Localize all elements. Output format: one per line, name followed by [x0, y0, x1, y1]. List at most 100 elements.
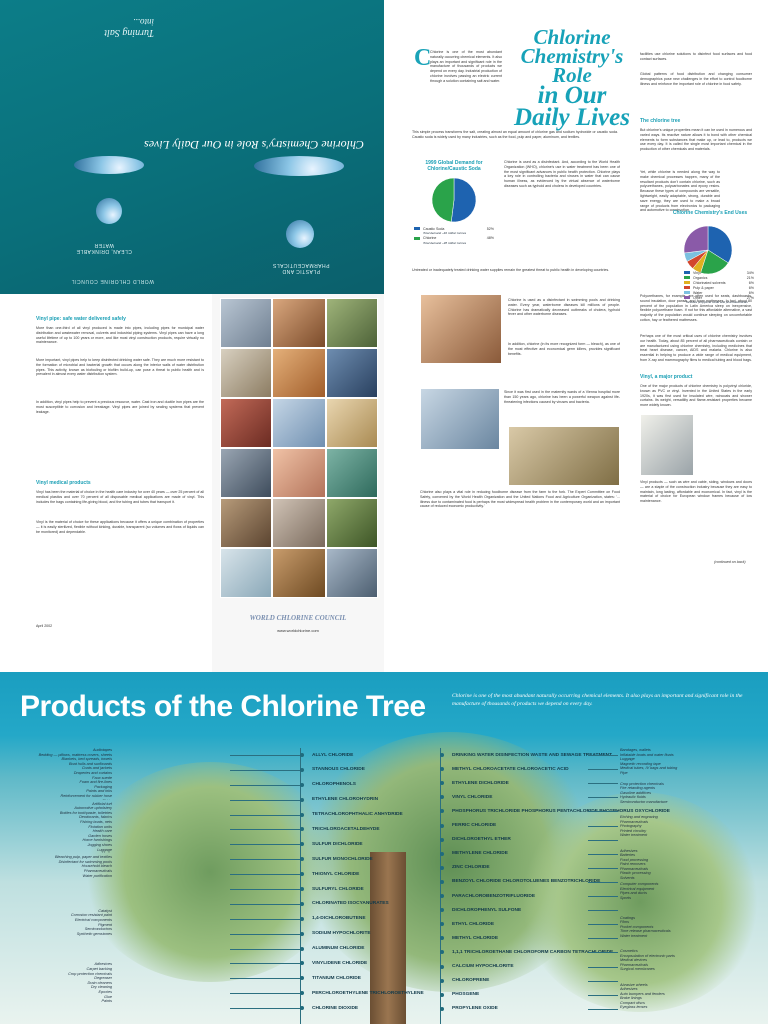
chlorine-compound-node: CHLOROPRENE [452, 978, 490, 984]
legend-swatch [414, 227, 420, 230]
vinyl-pipe-heading: Vinyl pipe: safe water delivered safely [36, 316, 126, 322]
photo-tile [272, 548, 326, 598]
branch-dot [440, 978, 444, 983]
photo-tile [326, 398, 378, 448]
photo-tile [326, 298, 378, 348]
chlorine-compound-node: METHYL CHLORIDE [452, 935, 499, 941]
legend-label: Chlorine [423, 236, 437, 241]
chlorine-compound-node: BENZOYL CHLORIDE CHLOROTOLUENES BENZOTRI… [452, 879, 601, 885]
article2-p2: In addition, chlorine (in its more recog… [508, 342, 620, 356]
website-url[interactable]: www.worldchlorine.com [277, 628, 319, 633]
branch-line [588, 924, 618, 925]
legend-label: Water [693, 290, 703, 295]
branch-dot [440, 908, 444, 913]
chlorine-compound-node: THIONYL CHLORIDE [312, 871, 360, 877]
headline-line: Chlorine [533, 25, 611, 49]
branch-line [588, 994, 618, 996]
cover-title: Chlorine Chemistry's Role in Our Daily L… [144, 138, 364, 152]
branch-line [588, 938, 618, 940]
chlorine-compound-node: ETHYLENE DICHLORIDE [452, 780, 509, 786]
legend-value: 6% [748, 280, 754, 285]
product-list: Adhesives Batteries Food processing Pain… [620, 848, 651, 881]
product-list: Crop protection chemicals Fire retarding… [620, 781, 668, 804]
branch-dot [300, 976, 304, 981]
article2-p1: Chlorine is used as a disinfectant in sw… [508, 298, 620, 317]
branch-dot [300, 842, 304, 847]
article-col-2: Chlorine is used as a disinfectant. And,… [504, 160, 620, 188]
article-continued-panel: Chlorine is used as a disinfectant in sw… [384, 271, 768, 672]
branch-dot [300, 961, 304, 966]
legend-swatch [684, 286, 690, 289]
chlorine-compound-node: DRINKING WATER DISINFECTION WASTE AND SE… [452, 752, 613, 758]
branch-dot [440, 1006, 444, 1011]
trunk-line [440, 748, 441, 1024]
branch-dot [440, 964, 444, 969]
chlorine-compound-node: SODIUM HYPOCHLORITE [312, 931, 371, 937]
product-list: Adhesives Carpet backing Crop protection… [68, 962, 112, 1004]
water-droplet-image [96, 198, 122, 224]
chlorine-tree-body-2: Yet, while chlorine is needed along the … [640, 170, 720, 213]
chlorine-tree-heading: The chlorine tree [640, 118, 681, 124]
chlorine-compound-node: TRICHLOROACETALDEHYDE [312, 826, 380, 832]
chlorine-compound-node: METHYL CHLOROACETATE CHLOROACETIC ACID [452, 766, 569, 772]
product-list: Abrasive wheels Adhesives Auto bumpers a… [620, 982, 665, 1010]
branch-line [230, 933, 300, 935]
branch-dot [300, 812, 304, 817]
photo-tile [326, 548, 378, 598]
legend-label: Vinyl [693, 270, 701, 275]
branch-dot [440, 795, 444, 800]
chlorine-compound-node: CHLORINE DIOXIDE [312, 1005, 359, 1011]
article-headline: Chlorine Chemistry's Role in Our Daily L… [512, 25, 632, 131]
branch-dot [300, 767, 304, 772]
chlorine-tree-body-3: Polyurethanes, for example, are often us… [640, 294, 752, 322]
food-photo [508, 426, 620, 486]
branch-dot [440, 879, 444, 884]
chlorine-tree-body: But chlorine's unique properties mean it… [640, 128, 752, 152]
cover-flipped-content: WORLD CHLORINE COUNCIL CLEAN, DRINKABLE … [0, 0, 384, 294]
branch-line [230, 784, 300, 786]
product-list: Coatings Films Pocket components Time re… [620, 915, 671, 938]
article-right-intro-2: Global patterns of food distribution and… [640, 72, 752, 86]
branch-dot [440, 851, 444, 856]
chlorine-compound-node: CALCIUM HYPOCHLORITE [452, 964, 514, 970]
chlorine-compound-node: CHLORINATED ISOCYANURATES [312, 901, 389, 907]
branch-dot [440, 992, 444, 997]
vinyl-medical-heading: Vinyl medical products [36, 480, 91, 486]
chlorine-compound-node: PROPYLENE OXIDE [452, 1006, 498, 1012]
photo-tile [220, 398, 272, 448]
headline-line: in Our [537, 82, 607, 109]
product-list: Etching and engraving Pharmaceuticals Ph… [620, 815, 658, 838]
branch-dot [440, 781, 444, 786]
pie-slice [432, 178, 455, 222]
photo-tile [326, 498, 378, 548]
product-list: Artificial turf Automotive upholstery Bo… [59, 801, 112, 854]
branch-line [230, 844, 300, 846]
pie-slice [684, 226, 709, 254]
chart-1-title: 1999 Global Demand for Chlorine/Caustic … [425, 160, 483, 172]
chlorine-compound-node: ZINC CHLORIDE [452, 865, 490, 871]
branch-dot [300, 753, 304, 757]
chlorine-compound-node: SULFUR DICHLORIDE [312, 841, 363, 847]
chart-2-title: Chlorine Chemistry's End Uses [672, 210, 748, 216]
chlorine-compound-node: SULFUR MONOCHLORIDE [312, 856, 373, 862]
chlorine-compound-node: PARACHLOROBENZOTRIFLUORIDE [452, 893, 536, 899]
vinyl-major-heading: Vinyl, a major product [640, 374, 693, 380]
vinyl-siding-photo [640, 414, 694, 476]
headline-line: Chemistry's Role [520, 44, 624, 87]
chlorine-compound-node: 1,4-DICHLOROBUTENE [312, 916, 366, 922]
vinyl-pipe-p3: In addition, vinyl pipes help to prevent… [36, 400, 204, 414]
vinyl-pipe-p2: More important, vinyl pipes help to keep… [36, 358, 204, 377]
poster-tagline: Chlorine is one of the most abundant nat… [452, 693, 743, 707]
branch-line [230, 948, 300, 950]
branch-line [230, 769, 300, 771]
legend-note: Total demand ~40 million tonnes [423, 231, 467, 235]
branch-dot [440, 809, 444, 814]
chlorine-compound-node: DICHLOROPHENYL SULFONE [452, 907, 522, 913]
branch-line [588, 769, 618, 770]
branch-dot [300, 946, 304, 951]
